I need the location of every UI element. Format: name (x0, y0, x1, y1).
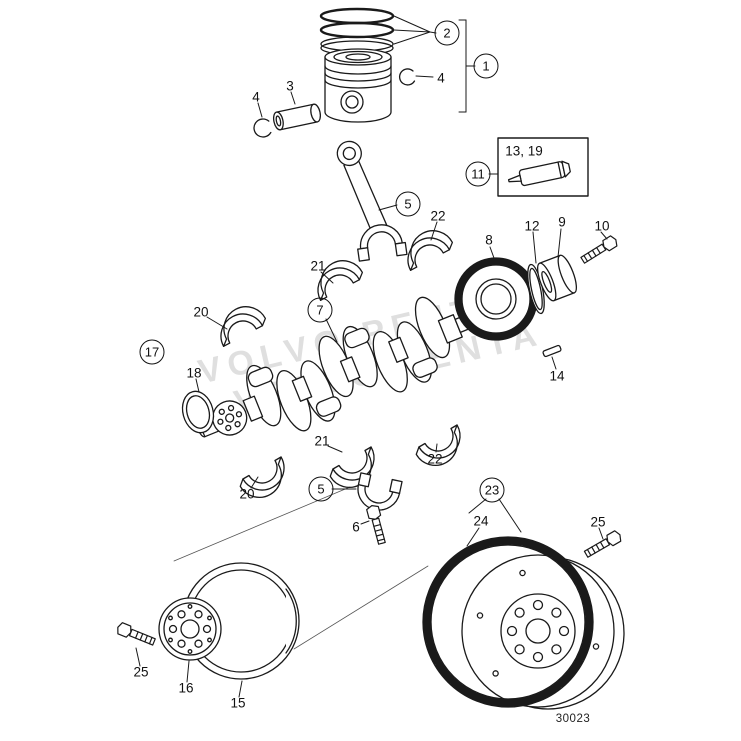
callout-11: 11 (465, 161, 491, 187)
callout-21-upper: 21 (310, 258, 326, 274)
callout-5-cap: 5 (308, 476, 334, 502)
callout-22-lower: 22 (427, 451, 443, 467)
callout-17: 17 (139, 339, 165, 365)
callout-13-19: 13, 19 (505, 143, 543, 159)
rod-cap (357, 472, 403, 511)
crankshaft (196, 296, 500, 438)
pulley-bolt (114, 621, 157, 649)
rear-seal-ring (181, 390, 215, 434)
callout-18: 18 (186, 365, 202, 381)
callout-2: 2 (434, 20, 460, 46)
callout-8: 8 (485, 232, 493, 248)
rod-cap-bolt (365, 503, 389, 546)
pulley-hub (158, 597, 222, 661)
callout-9: 9 (558, 214, 566, 230)
callout-4-left: 4 (252, 89, 260, 105)
callout-20-upper: 20 (193, 304, 209, 320)
damper-pulley (182, 562, 300, 680)
drawing-number: 30023 (555, 713, 591, 725)
circlip-right (398, 68, 416, 86)
sealant-tube (507, 160, 571, 187)
flywheel-bolt (582, 528, 624, 561)
callout-1: 1 (473, 53, 499, 79)
callout-7: 7 (307, 297, 333, 323)
hub-bolt (578, 233, 620, 267)
callout-24: 24 (473, 513, 489, 529)
callout-25-right: 25 (590, 514, 606, 530)
connecting-rod (336, 140, 408, 262)
sealant-box (497, 137, 589, 197)
callout-6: 6 (352, 519, 360, 535)
callout-12: 12 (524, 218, 540, 234)
callout-20-lower: 20 (239, 486, 255, 502)
callout-10: 10 (594, 218, 610, 234)
piston (324, 48, 392, 123)
timing-gear (454, 257, 538, 341)
callout-14: 14 (549, 368, 565, 384)
callout-21-lower: 21 (314, 433, 330, 449)
callout-5-rod: 5 (395, 191, 421, 217)
callout-22-upper: 22 (430, 208, 446, 224)
leader-lines (135, 15, 608, 698)
piston-pin (272, 103, 322, 131)
callout-3: 3 (286, 78, 294, 94)
callout-4-right: 4 (437, 70, 445, 86)
ring-gear (422, 536, 594, 708)
circlip-left (253, 118, 272, 138)
flywheel (461, 554, 625, 710)
callout-15: 15 (230, 695, 246, 711)
piston-rings (319, 7, 395, 56)
bearing-shell-21-lower (327, 446, 386, 497)
callout-25-left: 25 (133, 664, 149, 680)
callout-16: 16 (178, 680, 194, 696)
woodruff-key (542, 344, 562, 358)
callout-23: 23 (479, 477, 505, 503)
hub (536, 254, 578, 302)
